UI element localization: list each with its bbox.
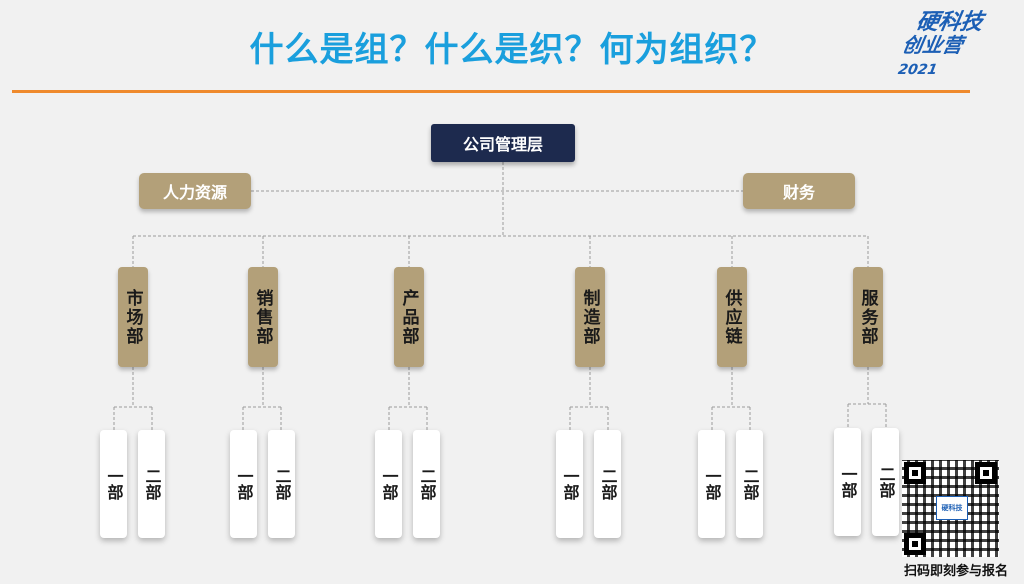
subdept-box: 二部	[268, 430, 295, 538]
subdept-box: 一部	[834, 428, 861, 536]
qr-finder-bottom-left	[904, 533, 926, 555]
subdept-box: 二部	[736, 430, 763, 538]
qr-center-logo: 硬科技	[936, 496, 968, 520]
subdept-box: 一部	[375, 430, 402, 538]
page-title: 什么是组？什么是织？何为组织？	[249, 30, 775, 70]
subdept-box: 一部	[556, 430, 583, 538]
title-divider	[12, 90, 970, 93]
dept-box-product: 产品部	[394, 267, 424, 367]
qr-finder-top-right	[975, 462, 997, 484]
dept-box-manufacturing: 制造部	[575, 267, 605, 367]
subdept-box: 二部	[594, 430, 621, 538]
qr-code[interactable]: 硬科技	[902, 460, 999, 557]
top-management-box: 公司管理层	[431, 124, 575, 162]
dept-box-service: 服务部	[853, 267, 883, 367]
subdept-box: 二部	[413, 430, 440, 538]
subdept-box: 一部	[230, 430, 257, 538]
subdept-box: 二部	[872, 428, 899, 536]
qr-finder-top-left	[904, 462, 926, 484]
finance-box: 财务	[743, 173, 855, 209]
dept-box-market: 市场部	[118, 267, 148, 367]
subdept-box: 一部	[698, 430, 725, 538]
qr-caption: 扫码即刻参与报名	[903, 564, 1008, 579]
dept-box-sales: 销售部	[248, 267, 278, 367]
subdept-box: 一部	[100, 430, 127, 538]
hr-box: 人力资源	[139, 173, 251, 209]
subdept-box: 二部	[138, 430, 165, 538]
dept-box-supply-chain: 供应链	[717, 267, 747, 367]
